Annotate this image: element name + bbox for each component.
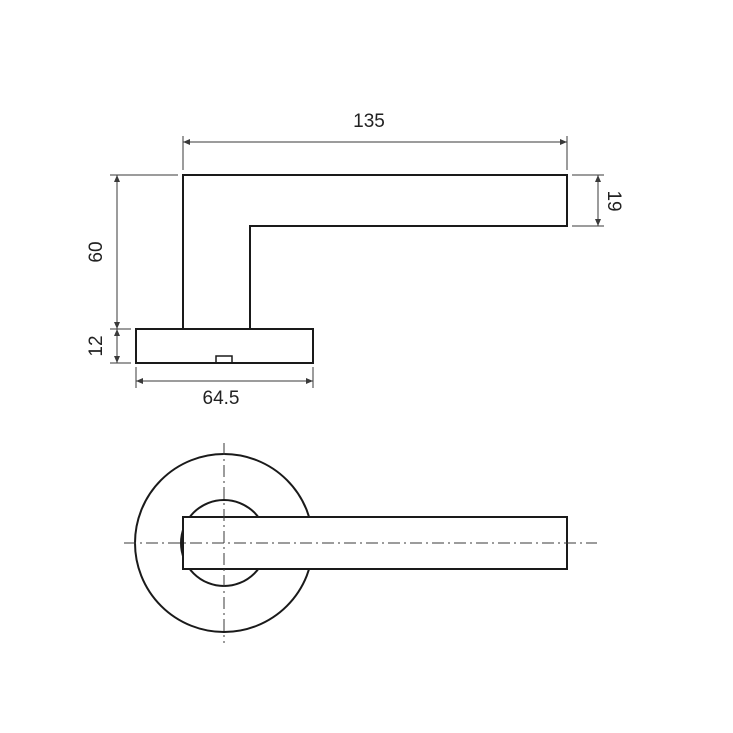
dimension-label-rose-diameter: 64.5 — [203, 388, 240, 409]
side-view — [135, 174, 568, 364]
dimension-label-rose-height: 12 — [86, 335, 107, 356]
dimension-lever-length — [182, 136, 568, 170]
dimension-label-lever-thickness: 19 — [603, 190, 624, 211]
dimension-label-lever-length: 135 — [353, 111, 385, 132]
dimension-rose-height — [110, 329, 131, 364]
dimension-handle-height — [110, 174, 178, 330]
grub-screw-notch — [215, 355, 233, 364]
rose-side-profile — [135, 328, 314, 364]
dimension-lever-thickness — [572, 174, 604, 227]
dimension-rose-diameter — [135, 367, 314, 388]
center-lines — [124, 443, 597, 643]
lever-side-profile — [182, 174, 568, 329]
dimension-label-handle-height: 60 — [86, 241, 107, 262]
